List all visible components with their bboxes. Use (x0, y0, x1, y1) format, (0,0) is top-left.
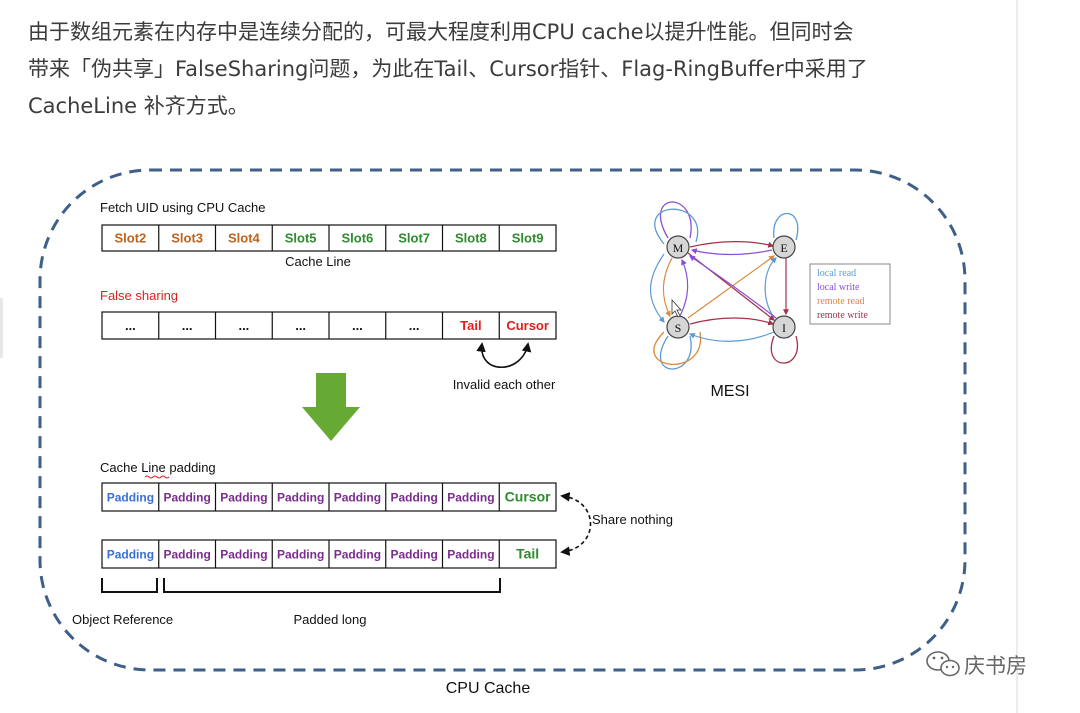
padding-title: Cache Line padding (100, 460, 216, 475)
padding-row2-cell: Padding (277, 547, 324, 561)
false-sharing-cell: ... (238, 318, 249, 333)
mesi-edge-m-s (662, 257, 673, 318)
intro-paragraph: 由于数组元素在内存中是连续分配的，可最大程度利用CPU cache以提升性能。但… (28, 14, 1008, 125)
mesi-node-s-label: S (675, 321, 682, 335)
intro-line-1: 由于数组元素在内存中是连续分配的，可最大程度利用CPU cache以提升性能。但… (28, 20, 854, 44)
padded-long-label: Padded long (293, 612, 366, 627)
false-sharing-cell: ... (352, 318, 363, 333)
false-sharing-cell: ... (182, 318, 193, 333)
mesi-edge-i-e (764, 257, 777, 319)
intro-line-3: CacheLine 补齐方式。 (28, 94, 249, 118)
mesi-legend-remote-read: remote read (817, 296, 864, 307)
mesi-node-m-label: M (673, 241, 684, 255)
mesi-edge-s-e (687, 255, 775, 319)
slot-cell: Slot8 (455, 231, 487, 246)
mesi-legend-box (809, 263, 891, 325)
padded-long-bracket (163, 578, 501, 593)
slot-cell: Slot5 (285, 231, 317, 246)
mesi-edge-m-e (689, 241, 775, 248)
mesi-edge-m-s-left (650, 253, 665, 323)
false-sharing-cell: Cursor (506, 318, 549, 333)
wechat-icon (926, 651, 960, 677)
wechat-watermark: 庆书房 (926, 651, 1027, 678)
mesi-edge-i-m (689, 255, 777, 319)
mesi-node-i-label: I (782, 321, 786, 335)
cpu-cache-label: CPU Cache (446, 680, 531, 697)
object-reference-label: Object Reference (72, 612, 173, 627)
false-sharing-cell: ... (409, 318, 420, 333)
padding-row-tail: Padding Padding Padding Padding Padding Paddi… (101, 539, 557, 569)
mesi-edge-s-i (689, 317, 775, 326)
mesi-node-i (772, 315, 796, 339)
false-sharing-cell: ... (295, 318, 306, 333)
slot-cell: Slot7 (398, 231, 430, 246)
false-sharing-cell: ... (125, 318, 136, 333)
padding-row2-cell: Padding (447, 547, 494, 561)
cpu-cache-boundary (38, 168, 967, 672)
left-scroll-tab (0, 298, 3, 358)
padding-row2-cell: Padding (107, 547, 154, 561)
padding-row2-cell: Padding (334, 547, 381, 561)
padding-row2-cell: Padding (220, 547, 267, 561)
mesi-node-m (666, 235, 690, 259)
false-sharing-cell: Tail (460, 318, 481, 333)
padding-row2-cell: Padding (163, 547, 210, 561)
padding-row1-cell: Padding (447, 490, 494, 504)
mesi-loop-e (773, 212, 799, 241)
mesi-edge-s-m (679, 258, 689, 317)
padding-row2-cell: Tail (516, 545, 539, 561)
mesi-node-e (772, 235, 796, 259)
page-right-divider (1016, 0, 1018, 713)
mesi-node-e-label: E (780, 241, 787, 255)
padding-row1-cell: Padding (107, 490, 154, 504)
padding-row1-cell: Padding (220, 490, 267, 504)
mesi-loop-s (660, 335, 692, 370)
mesi-edge-i-s (688, 331, 775, 342)
mouse-pointer-icon (671, 298, 682, 318)
mesi-loop-s-remote (653, 331, 702, 365)
mesi-loop-m (660, 201, 692, 239)
mesi-diagram: M E S I local read local write remote re… (650, 201, 891, 400)
intro-line-2: 带来「伪共享」FalseSharing问题，为此在Tail、Cursor指针、F… (28, 57, 868, 81)
padding-row1-cell: Cursor (505, 488, 551, 504)
object-reference-bracket (101, 578, 158, 593)
mesi-legend-remote-write: remote write (817, 310, 868, 321)
slot-cell: Slot6 (341, 231, 373, 246)
padding-row1-cell: Padding (277, 490, 324, 504)
false-sharing-row: .................. Tail Cursor (101, 311, 557, 340)
invalid-each-other-label: Invalid each other (453, 377, 556, 392)
slot-cell: Slot4 (228, 231, 261, 246)
share-nothing-arc (560, 492, 592, 556)
cache-line-label: Cache Line (285, 254, 351, 269)
slot-cell: Slot9 (512, 231, 544, 246)
fetch-title: Fetch UID using CPU Cache (100, 200, 265, 215)
down-arrow (302, 373, 360, 441)
false-sharing-title: False sharing (100, 288, 178, 303)
mesi-title: MESI (710, 383, 749, 400)
mesi-legend-local-read: local read (817, 268, 856, 279)
padding-row2-cell: Padding (390, 547, 437, 561)
invalid-each-other-arc (476, 342, 532, 368)
padding-row1-cell: Padding (390, 490, 437, 504)
spellcheck-squiggle (144, 475, 170, 479)
padding-row-cursor: Padding Padding Padding Padding Padding Paddi… (101, 482, 557, 512)
mesi-loop-i (770, 335, 799, 364)
mesi-edge-e-m (690, 248, 773, 256)
slots-row: Slot2 Slot3 Slot4 Slot5 Slot6 Slot7 Slot8 Slot9 (101, 224, 557, 252)
slot-cell: Slot2 (114, 231, 146, 246)
mesi-legend-local-write: local write (817, 282, 860, 293)
share-nothing-label: Share nothing (592, 512, 673, 527)
padding-row1-cell: Padding (163, 490, 210, 504)
slot-cell: Slot3 (171, 231, 203, 246)
mesi-loop-m-read (654, 208, 699, 245)
watermark-text: 庆书房 (964, 655, 1027, 678)
padding-row1-cell: Padding (334, 490, 381, 504)
